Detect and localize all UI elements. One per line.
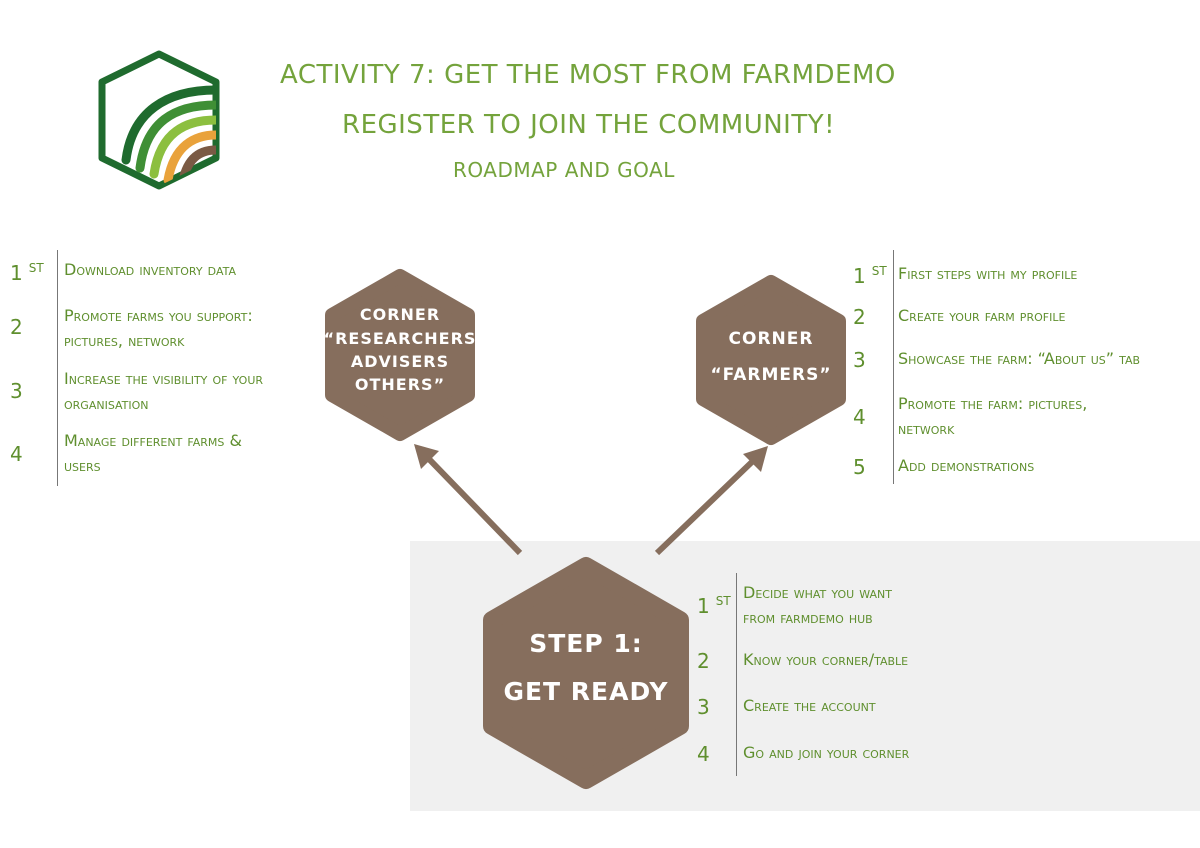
step1-hex-line-1: STEP 1: (529, 629, 643, 658)
researchers-list-divider (57, 250, 58, 486)
farmers-item-4-number: 4 (853, 405, 866, 429)
farmers-corner-hexagon[interactable] (696, 275, 846, 445)
farmdemo-logo-icon (98, 50, 220, 190)
researchers-item-4-number: 4 (10, 442, 23, 466)
researchers-item-1-text: Download inventory data (64, 260, 237, 279)
step1-item-3-number: 3 (697, 695, 710, 719)
farmers-item-1-text: First steps with my profile (898, 264, 1078, 283)
step1-hexagon[interactable] (483, 557, 689, 789)
researchers-item-4-text: Manage different farms & users (64, 431, 242, 475)
researchers-item-2-text: Promote farms you support: pictures, net… (64, 306, 253, 350)
arrow-head-researchers (414, 444, 439, 469)
arrow-head-farmers (743, 446, 768, 472)
researchers-item-2-number: 2 (10, 315, 23, 339)
step1-item-4-number: 4 (697, 742, 710, 766)
farmers-item-2-text: Create your farm profile (898, 306, 1066, 325)
researchers-item-3-number: 3 (10, 379, 23, 403)
step1-item-2-text: Know your corner/table (743, 650, 909, 669)
researchers-hex-line-3: ADVISERS (351, 352, 449, 371)
researchers-hex-line-4: OTHERS” (355, 375, 445, 394)
page-title: ACTIVITY 7: GET THE MOST FROM FARMDEMO (280, 60, 896, 90)
farmers-list-divider (893, 250, 894, 484)
farmers-item-3-text: Showcase the farm: “About us” tab (898, 349, 1141, 368)
step1-hex-line-2: GET READY (503, 677, 668, 706)
step1-item-3-text: Create the account (743, 696, 876, 715)
step1-item-1-text: Decide what you want from farmdemo hub (743, 583, 892, 627)
farmers-item-5-number: 5 (853, 455, 866, 479)
farmers-item-3-number: 3 (853, 348, 866, 372)
step1-list-divider (736, 573, 737, 776)
arrow-to-farmers (654, 457, 757, 556)
step1-item-4-text: Go and join your corner (743, 743, 910, 762)
researchers-hex-line-1: CORNER (360, 305, 440, 324)
arrow-to-researchers (425, 455, 523, 556)
page-subtitle: REGISTER TO JOIN THE COMMUNITY! (342, 110, 836, 140)
researchers-hex-line-2: “RESEARCHERS (324, 329, 477, 348)
farmers-item-5-text: Add demonstrations (898, 456, 1035, 475)
section-label: ROADMAP AND GOAL (453, 158, 675, 182)
researchers-corner-hexagon[interactable] (325, 269, 475, 441)
farmers-item-2-number: 2 (853, 305, 866, 329)
farmers-hex-line-1: CORNER (729, 329, 814, 349)
researchers-item-3-text: Increase the visibility of your organisa… (64, 369, 264, 413)
farmers-hex-line-2: “FARMERS” (710, 365, 831, 385)
step1-item-2-number: 2 (697, 649, 710, 673)
farmers-item-4-text: Promote the farm: pictures, network (898, 394, 1088, 438)
